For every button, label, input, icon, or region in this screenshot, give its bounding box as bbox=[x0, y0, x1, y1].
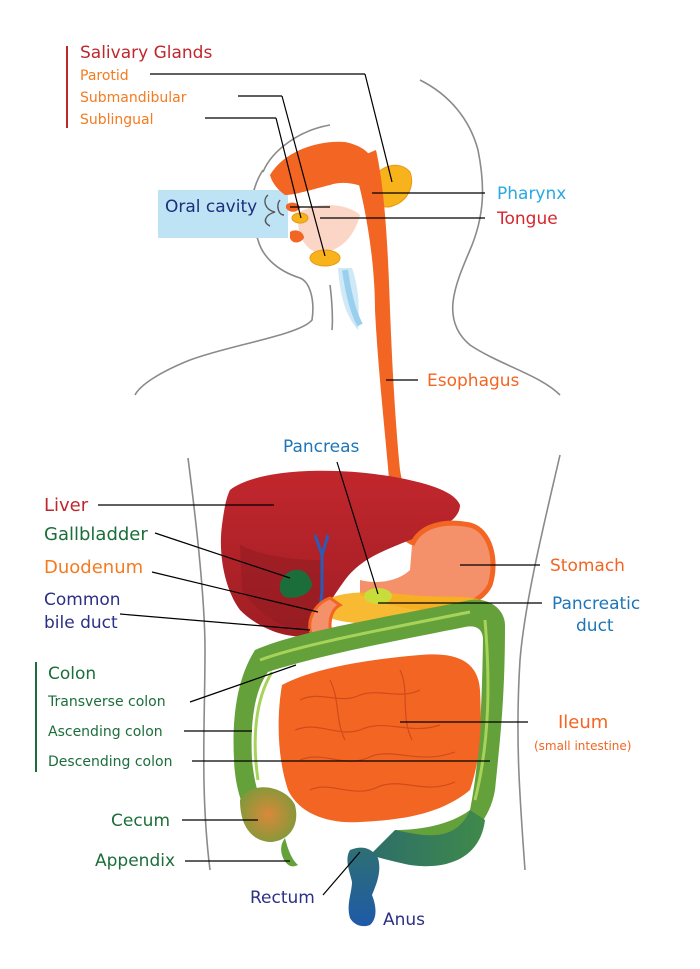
label-cecum: Cecum bbox=[111, 811, 170, 831]
label-tongue: Tongue bbox=[496, 209, 558, 229]
cecum-shape bbox=[240, 787, 297, 842]
face-outline bbox=[264, 194, 285, 227]
label-anus: Anus bbox=[383, 910, 425, 930]
pancreas-head-shape bbox=[364, 588, 392, 604]
label-ileum: Ileum bbox=[558, 712, 608, 733]
body-outline bbox=[134, 79, 561, 871]
colon-shape bbox=[233, 599, 505, 847]
label-small-intestine: (small intestine) bbox=[534, 739, 631, 753]
leader-lines bbox=[98, 73, 542, 896]
tongue-shape bbox=[298, 204, 360, 253]
submandibular-gland-shape bbox=[309, 249, 341, 267]
label-sublingual: Sublingual bbox=[80, 112, 154, 128]
palate-shape bbox=[270, 141, 372, 195]
stomach-shape bbox=[360, 523, 494, 611]
label-stomach: Stomach bbox=[550, 556, 625, 576]
lower-lip-shape bbox=[290, 230, 304, 243]
label-appendix: Appendix bbox=[95, 851, 175, 871]
rectum-shape bbox=[347, 847, 380, 927]
label-submandibular: Submandibular bbox=[80, 90, 187, 106]
label-transverse-colon: Transverse colon bbox=[47, 694, 166, 710]
label-pancreatic-1: Pancreatic bbox=[552, 594, 640, 614]
esophagus-shape bbox=[352, 150, 425, 545]
label-common-bile-2: bile duct bbox=[44, 613, 118, 633]
label-esophagus: Esophagus bbox=[427, 371, 520, 391]
label-pharynx: Pharynx bbox=[497, 184, 566, 204]
label-rectum: Rectum bbox=[250, 888, 315, 908]
label-pancreas: Pancreas bbox=[283, 437, 360, 457]
label-duodenum: Duodenum bbox=[44, 557, 143, 578]
label-liver: Liver bbox=[44, 495, 89, 516]
sigmoid-colon-shape bbox=[370, 810, 485, 867]
label-ascending-colon: Ascending colon bbox=[48, 724, 163, 740]
label-descending-colon: Descending colon bbox=[48, 754, 172, 770]
trachea-shape bbox=[342, 269, 363, 327]
label-parotid: Parotid bbox=[80, 68, 129, 84]
ileum-folds bbox=[294, 669, 456, 792]
label-oral-cavity: Oral cavity bbox=[165, 197, 257, 217]
label-salivary-glands: Salivary Glands bbox=[80, 43, 212, 63]
label-pancreatic-2: duct bbox=[576, 616, 614, 636]
ileum-shape bbox=[278, 654, 481, 823]
label-colon: Colon bbox=[48, 664, 96, 684]
appendix-shape bbox=[281, 838, 298, 867]
label-gallbladder: Gallbladder bbox=[44, 524, 148, 545]
label-common-bile-1: Common bbox=[44, 590, 121, 610]
